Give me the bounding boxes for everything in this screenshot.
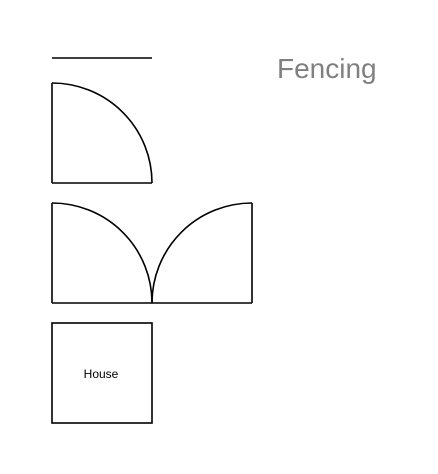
single-gate-swing-arc bbox=[51, 82, 153, 184]
house-box bbox=[51, 322, 153, 424]
double-gate-right-arc bbox=[151, 202, 253, 304]
double-gate-left-arc bbox=[51, 202, 153, 304]
house-symbol: House bbox=[51, 322, 153, 424]
single-gate-symbol bbox=[51, 82, 153, 184]
legend-title: Fencing bbox=[277, 53, 377, 84]
house-label: House bbox=[84, 367, 119, 381]
double-gate-symbol bbox=[51, 202, 253, 304]
